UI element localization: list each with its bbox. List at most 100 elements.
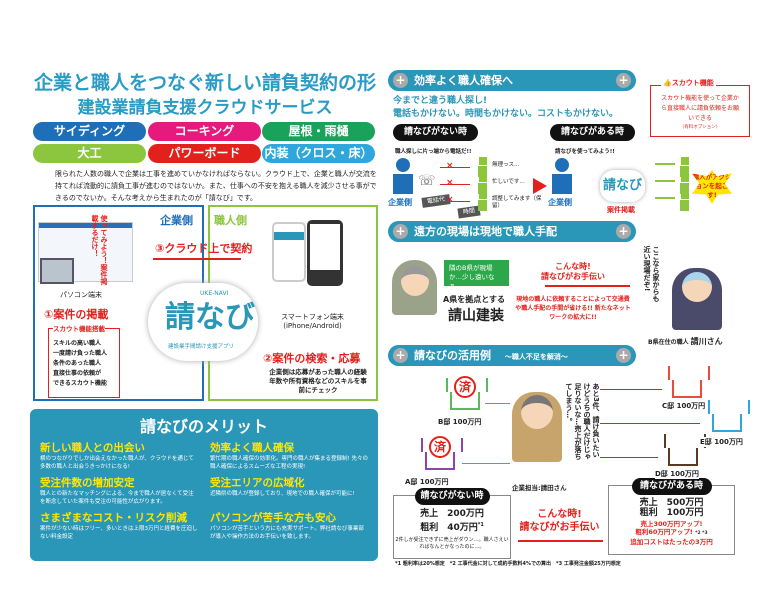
manager-illustration xyxy=(392,260,437,315)
scout-note: （有料オプション） xyxy=(679,125,721,130)
without-result-box: 請なびがない時 売上 200万円 粗利 40万円*1 2件しか受注できずに売上が… xyxy=(393,488,511,559)
scout-feature-box: スカウト機能搭載 スキルの高い職人一度請け負った職人条件のあった職人直接仕事の依… xyxy=(48,324,120,398)
connector-line xyxy=(485,403,510,404)
step2-label: ②案件の検索・応募 xyxy=(263,352,361,365)
trade-tag: 大工 xyxy=(33,144,146,163)
without-note: 職人探しに片っ端から電話だ!! xyxy=(395,149,472,155)
connector-line xyxy=(440,167,470,168)
trade-tag: コーキング xyxy=(148,122,261,141)
reply-text: 忙しいです… xyxy=(492,179,525,185)
pc-label: パソコン端末 xyxy=(60,291,102,299)
plus-icon: + xyxy=(616,73,631,88)
additional-cost: 追加コストはたったの3万円 xyxy=(630,538,713,546)
trade-tag: 内装（クロス・床） xyxy=(262,144,375,163)
merit-desc: 職人との新たなマッチングによる、今まで職人が居なくて受注を断念していた案件も受注… xyxy=(40,491,194,505)
merit-heading: さまざまなコスト・リスク削減 xyxy=(40,512,187,524)
big-arrow-icon xyxy=(533,178,547,194)
worker-name: 請川さん xyxy=(690,337,723,346)
try-it-callout: 使ってみよう！案件掲載するだけ！ xyxy=(91,215,108,285)
merit-desc: 案件が少ない時はフリー、多いときは上限3万円と経費を圧迫しない料金設定 xyxy=(40,526,198,540)
worker-illustration xyxy=(672,268,722,330)
merit-item: さまざまなコスト・リスク削減案件が少ない時はフリー、多いときは上限3万円と経費を… xyxy=(40,510,198,545)
phone-label: スマートフォン端末(iPhone/Android) xyxy=(270,312,355,330)
craftsman-icon xyxy=(680,174,689,194)
craftsman-icon xyxy=(680,157,689,177)
scout-title: 👍スカウト機能 xyxy=(661,78,716,88)
without-title: 請なびがない時 xyxy=(414,488,490,505)
plus-icon: + xyxy=(616,224,631,239)
arrow-left-icon xyxy=(655,180,675,182)
merit-item: 新しい職人との出会い横のつながりでしか出会えなかった職人が、クラウドを通じて多数… xyxy=(40,440,198,475)
without-sales: 売上 200万円 xyxy=(420,509,484,519)
help2: 請なびがお手伝い xyxy=(541,272,605,281)
x-icon: × xyxy=(446,195,454,205)
phone-label-text: スマートフォン端末 xyxy=(281,313,344,321)
help1: こんな時! xyxy=(555,262,591,271)
reply-text: 調整してみます（保留） xyxy=(492,196,542,209)
arrow-right xyxy=(545,285,630,287)
logo-sub: 建設業手間請け支援アプリ xyxy=(168,344,235,350)
pc-screenshot xyxy=(38,222,133,282)
without-profit: 粗利 40万円 xyxy=(420,523,478,533)
logo-en: UKE-NAVI xyxy=(200,290,229,297)
section-title: 請なびの活用例 xyxy=(414,349,491,362)
pc-icon xyxy=(40,258,74,284)
merits-title: 請なびのメリット xyxy=(139,417,268,436)
with-profit: 粗利 100万円 xyxy=(639,508,704,518)
profit-up: 粗利60万円アップ! xyxy=(635,528,693,536)
merit-desc: パソコンが苦手という方にも充実サポート。弊社請なび事業部が導入や操作方法のお手伝… xyxy=(210,526,364,540)
plus-icon: + xyxy=(393,224,408,239)
lead2: 電話もかけない。時間もかけない。コストもかけない。 xyxy=(393,109,619,119)
section-usage-header: +請なびの活用例 〜職人不足を解消〜+ xyxy=(388,345,636,366)
lead1: 今までと違う職人探し! xyxy=(393,96,488,106)
tanaka-illustration xyxy=(512,392,562,462)
with-sales: 売上 500万円 xyxy=(639,498,704,508)
house-icon xyxy=(708,400,750,432)
company-name: 請山建装 xyxy=(448,308,504,324)
step2-desc: 企業側は応募があった職人の経験年数や所有資格などのスキルを事前にチェック xyxy=(269,368,367,394)
arrow-right xyxy=(518,540,603,542)
house-icon xyxy=(664,434,706,466)
with-result-box: 請なびがある時 売上 500万円 粗利 100万円 売上300万円アップ! 粗利… xyxy=(608,478,735,555)
profit-up-row: 粗利60万円アップ! *2 *3 xyxy=(609,528,734,538)
worker-label: B県在住の職人 xyxy=(648,339,689,346)
speech-bubble: 隣のB県が現場か…少し遠いなぁ… xyxy=(444,260,509,290)
merit-heading: 効率よく職人確保 xyxy=(210,442,294,454)
scout-item: 条件のあった職人 xyxy=(53,360,102,367)
x-icon: × xyxy=(446,178,454,188)
phone-icon: ☏ xyxy=(418,173,436,189)
section-subtitle: 〜職人不足を解消〜 xyxy=(504,353,568,361)
craftsman-icon xyxy=(478,157,487,177)
merits-panel: 請なびのメリット 新しい職人との出会い横のつながりでしか出会えなかった職人が、ク… xyxy=(30,409,378,561)
merit-desc: 繁忙期の職人確保の効率化。専門の職人が集まる登録制! 先々の職人確保によるスムー… xyxy=(210,456,368,470)
phone-os-text: (iPhone/Android) xyxy=(283,322,342,330)
worker-caption: B県在住の職人 請川さん xyxy=(648,336,723,347)
step1-label: ①案件の掲載 xyxy=(44,308,109,321)
subheadline: 建設業請負支援クラウドサービス xyxy=(77,98,333,118)
thought-text: あと3件、請け負いたいけどうちの職人だけじゃ足りないな…売上が落ちてしまう…。 xyxy=(565,383,600,460)
sales-up: 売上300万円アップ! xyxy=(640,520,703,528)
thumbs-up-icon: 👍 xyxy=(663,79,672,87)
section-efficiency-header: +効率よく職人確保へ+ xyxy=(388,70,636,91)
scout-item: 直接仕事の依頼が xyxy=(53,370,102,377)
footnotes: *1 粗利率は20%想定 *2 工事代金に対して成約手数料4%での算出 *3 工… xyxy=(395,561,621,567)
with-note: 請なびを使ってみよう!! xyxy=(555,149,615,155)
iphone-icon xyxy=(272,222,306,282)
company-label: 企業側 xyxy=(160,214,193,227)
house-label: B邸 100万円 xyxy=(438,417,482,427)
intro-text: 限られた人数の職人で企業は工事を進めていかなければならない。クラウド上で、企業と… xyxy=(55,170,377,202)
help-text-2: こんな時!請なびがお手伝い xyxy=(512,508,607,534)
merit-item: パソコンが苦手な方も安心パソコンが苦手という方にも充実サポート。弊社請なび事業部… xyxy=(210,510,368,545)
completed-stamp-icon: 済 xyxy=(429,436,451,458)
plus-icon: + xyxy=(616,348,631,363)
section-remote-header: + 遠方の現場は現地で職人手配 + xyxy=(388,221,636,242)
section-title: 効率よく職人確保へ xyxy=(414,74,513,87)
connector-line xyxy=(440,184,470,185)
scout-item: スキルの高い職人 xyxy=(53,340,102,347)
footnote-mark: *2 *3 xyxy=(695,531,708,536)
worker-speech: ここなら家からも近い現場だぞ! xyxy=(643,246,660,302)
section-title: 遠方の現場は現地で職人手配 xyxy=(414,225,557,238)
merit-heading: 受注エリアの広域化 xyxy=(210,477,305,489)
merit-desc: 近隣県の職人が登録しており、現地での職人確保が可能に! xyxy=(210,491,355,497)
house-label: C邸 100万円 xyxy=(662,401,706,411)
